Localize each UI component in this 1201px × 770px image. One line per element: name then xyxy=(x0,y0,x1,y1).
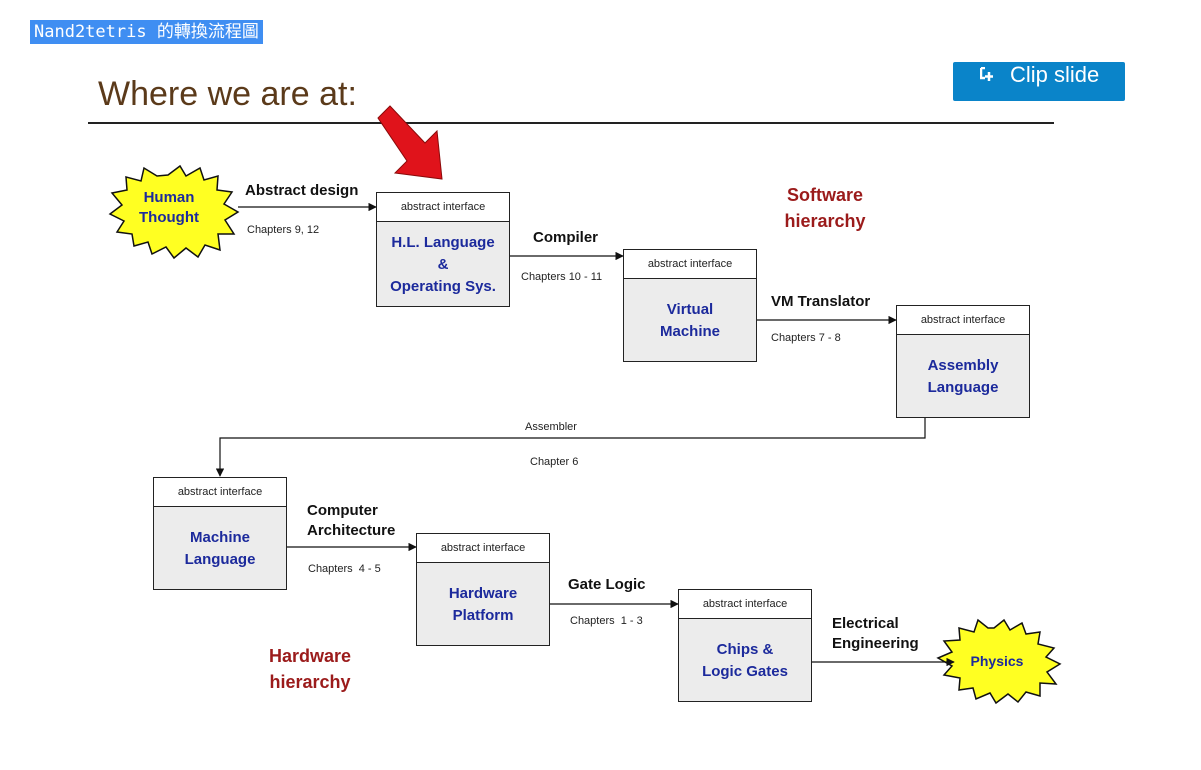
chips-logic-gates-label: Chips & Logic Gates xyxy=(702,641,788,680)
hl-language-label: H.L. Language & Operating Sys. xyxy=(390,234,496,295)
pointer-arrow xyxy=(377,105,443,180)
virtual-machine-box: abstract interface Virtual Machine xyxy=(623,249,757,362)
hardware-hierarchy-label: Hardware hierarchy xyxy=(268,646,352,692)
interface-header: abstract interface xyxy=(417,534,549,563)
assembler-label: Assembler xyxy=(525,421,577,433)
assembly-language-label: Assembly Language xyxy=(927,357,999,396)
chapters-4-5-label: Chapters 4 - 5 xyxy=(308,563,381,575)
gate-logic-label: Gate Logic xyxy=(568,576,646,593)
human-thought-burst xyxy=(108,164,240,260)
abstract-design-label: Abstract design xyxy=(245,182,359,199)
computer-architecture-label: Computer Architecture xyxy=(307,502,396,539)
virtual-machine-label: Virtual Machine xyxy=(659,301,720,340)
hl-language-box: abstract interface H.L. Language & Opera… xyxy=(376,192,510,307)
chapters-10-11-label: Chapters 10 - 11 xyxy=(521,271,603,283)
hardware-platform-label: Hardware Platform xyxy=(448,585,518,624)
machine-language-label: Machine Language xyxy=(184,529,256,568)
human-thought-label: Human Thought xyxy=(139,189,199,226)
compiler-label: Compiler xyxy=(533,229,599,246)
chapters-7-8-label: Chapters 7 - 8 xyxy=(771,332,841,344)
chapters-9-12-label: Chapters 9, 12 xyxy=(247,224,320,236)
software-hierarchy-label: Software hierarchy xyxy=(784,185,866,231)
clip-slide-button[interactable]: Clip slide xyxy=(953,62,1125,101)
machine-language-box: abstract interface Machine Language xyxy=(153,477,287,590)
assembly-language-box: abstract interface Assembly Language xyxy=(896,305,1030,418)
physics-burst xyxy=(936,618,1062,705)
interface-header: abstract interface xyxy=(624,250,756,279)
hardware-platform-box: abstract interface Hardware Platform xyxy=(416,533,550,646)
chapter-6-label: Chapter 6 xyxy=(530,456,579,468)
clip-icon xyxy=(980,67,993,81)
interface-header: abstract interface xyxy=(679,590,811,619)
slide-title: Where we are at: xyxy=(98,75,357,113)
title-rule xyxy=(88,122,1054,124)
physics-label: Physics xyxy=(970,653,1024,669)
electrical-engineering-label: Electrical Engineering xyxy=(832,615,919,652)
caption-label: Nand2tetris 的轉換流程圖 xyxy=(30,20,263,44)
interface-header: abstract interface xyxy=(897,306,1029,335)
chips-logic-gates-box: abstract interface Chips & Logic Gates xyxy=(678,589,812,702)
vm-translator-label: VM Translator xyxy=(771,293,871,310)
interface-header: abstract interface xyxy=(377,193,509,222)
clip-slide-label: Clip slide xyxy=(1010,62,1100,87)
chapters-1-3-label: Chapters 1 - 3 xyxy=(570,615,643,627)
interface-header: abstract interface xyxy=(154,478,286,507)
